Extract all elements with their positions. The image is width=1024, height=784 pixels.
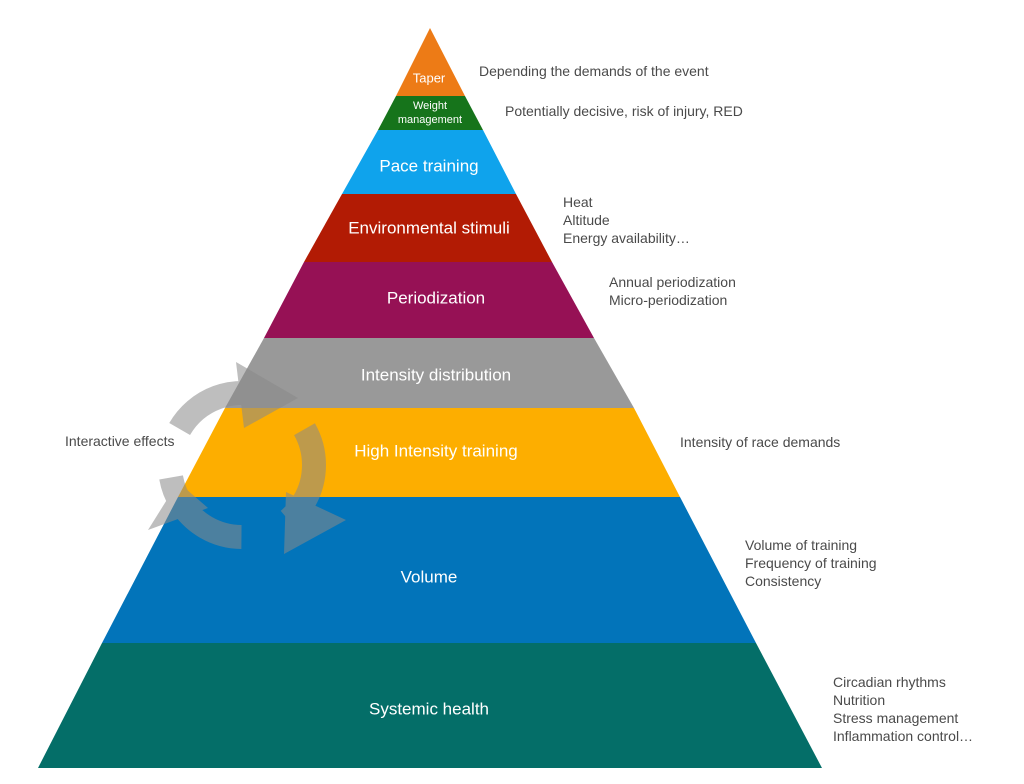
label-high-intensity-training: High Intensity training	[354, 441, 517, 460]
note-weight-management: Potentially decisive, risk of injury, RE…	[505, 103, 743, 119]
label-pace-training: Pace training	[379, 156, 478, 175]
level-intensity-distribution	[225, 338, 634, 408]
level-periodization	[264, 262, 594, 338]
note-taper: Depending the demands of the event	[479, 63, 709, 79]
note-environmental-2: Altitude	[563, 212, 610, 228]
label-volume: Volume	[401, 567, 458, 586]
note-high-intensity: Intensity of race demands	[680, 434, 840, 450]
level-systemic-health	[38, 643, 822, 768]
label-weight-line2: management	[398, 114, 462, 126]
note-systemic-2: Nutrition	[833, 692, 885, 708]
pyramid	[38, 28, 822, 768]
note-volume-2: Frequency of training	[745, 555, 877, 571]
label-periodization: Periodization	[387, 288, 485, 307]
refresh-cycle-icon	[148, 362, 346, 554]
note-systemic-4: Inflammation control…	[833, 728, 973, 744]
label-weight-line1: Weight	[413, 100, 447, 112]
label-systemic-health: Systemic health	[369, 699, 489, 718]
label-taper: Taper	[413, 70, 446, 85]
notes: Depending the demands of the event Poten…	[479, 63, 973, 744]
note-volume-3: Consistency	[745, 573, 821, 589]
level-volume	[102, 497, 756, 643]
pyramid-labels: Taper Weight management Pace training En…	[348, 70, 518, 718]
level-weight-management	[378, 96, 483, 130]
label-intensity-distribution: Intensity distribution	[361, 365, 511, 384]
interactive-effects-label: Interactive effects	[65, 433, 174, 449]
label-environmental-stimuli: Environmental stimuli	[348, 218, 510, 237]
note-environmental-1: Heat	[563, 194, 593, 210]
level-environmental-stimuli	[304, 194, 552, 262]
level-pace-training	[342, 130, 516, 194]
note-systemic-1: Circadian rhythms	[833, 674, 946, 690]
note-periodization-1: Annual periodization	[609, 274, 736, 290]
note-volume-1: Volume of training	[745, 537, 857, 553]
note-environmental-3: Energy availability…	[563, 230, 690, 246]
level-taper	[396, 28, 465, 96]
note-systemic-3: Stress management	[833, 710, 958, 726]
note-periodization-2: Micro-periodization	[609, 292, 727, 308]
